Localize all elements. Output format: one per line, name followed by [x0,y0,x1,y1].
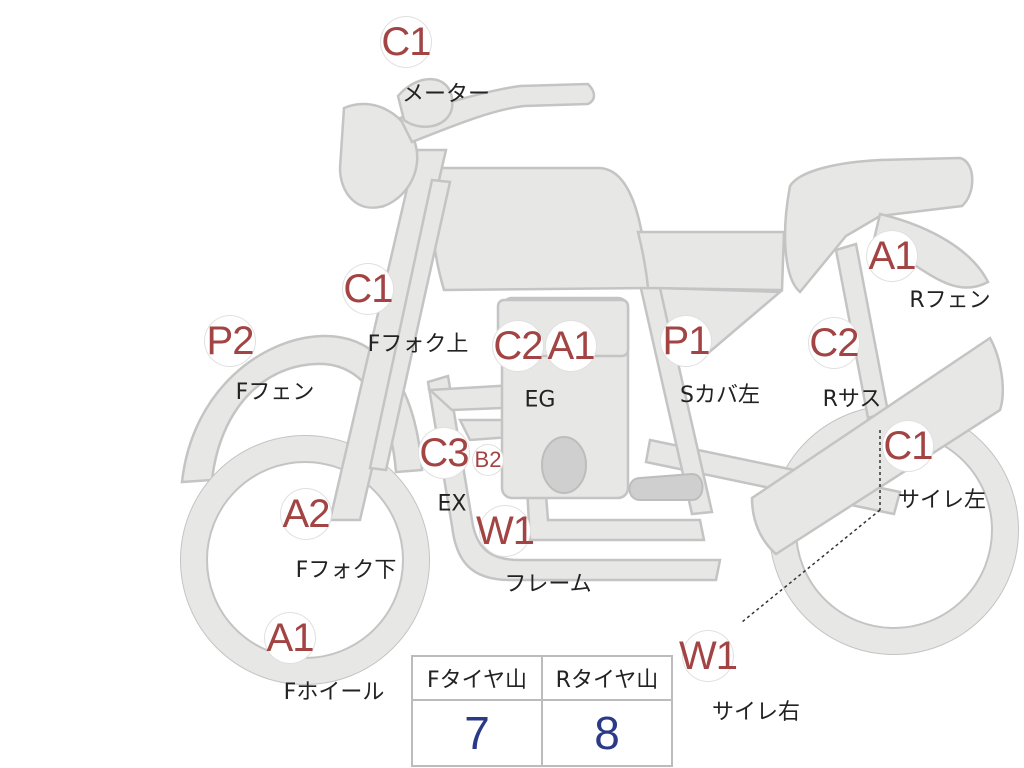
marker-code: P2 [205,316,255,366]
marker-code: W1 [476,506,535,556]
marker-code: C2 [809,318,860,368]
front-fork [328,148,448,522]
marker-code: C3 [419,428,470,478]
seat [783,156,974,294]
marker-label: メーター [401,82,491,107]
marker-code: A1 [265,613,315,663]
marker-label: Fフォク下 [295,558,397,583]
marker-label: Sカバ左 [680,383,760,408]
marker-label: フレーム [504,572,592,597]
marker-label: EG [524,387,556,413]
meter-body [396,77,454,128]
marker-code: C1 [381,17,432,67]
marker-label: Rフェン [909,288,991,313]
marker-label: Fフェン [235,380,315,405]
marker-label: サイレ左 [897,488,987,513]
marker-code: B2 [473,445,503,475]
tire-tread-table: Fタイヤ山 Rタイヤ山 7 8 [411,655,673,767]
marker-code: A1 [546,321,596,371]
front-wheel [180,435,430,685]
marker-code: C1 [343,264,394,314]
marker-label: Fフォク上 [367,332,469,357]
rear-tire-value: 8 [541,699,673,767]
marker-label: EX [437,491,467,517]
handlebar [398,82,596,144]
marker-code: C2 [493,321,544,371]
marker-code: P1 [661,316,711,366]
marker-code: W1 [679,631,738,681]
front-tire-header: Fタイヤ山 [411,655,543,701]
marker-code: C1 [883,421,934,471]
marker-label: Fホイール [283,680,385,705]
marker-label: サイレ右 [711,700,801,725]
footrest [628,472,704,501]
tire-table-value-row: 7 8 [411,699,673,767]
front-fork-inner [368,178,452,472]
frame-cradle [426,374,722,582]
marker-label: Rサス [822,387,882,412]
marker-code: A1 [867,231,917,281]
seat-base [636,230,786,292]
fuel-tank [428,166,650,292]
headlight [338,102,419,209]
front-tire-value: 7 [411,699,543,767]
rear-tire-header: Rタイヤ山 [541,655,673,701]
tire-table-header-row: Fタイヤ山 Rタイヤ山 [411,655,673,701]
engine-cover [541,436,587,494]
muffler [750,336,1004,556]
marker-code: A2 [281,489,331,539]
